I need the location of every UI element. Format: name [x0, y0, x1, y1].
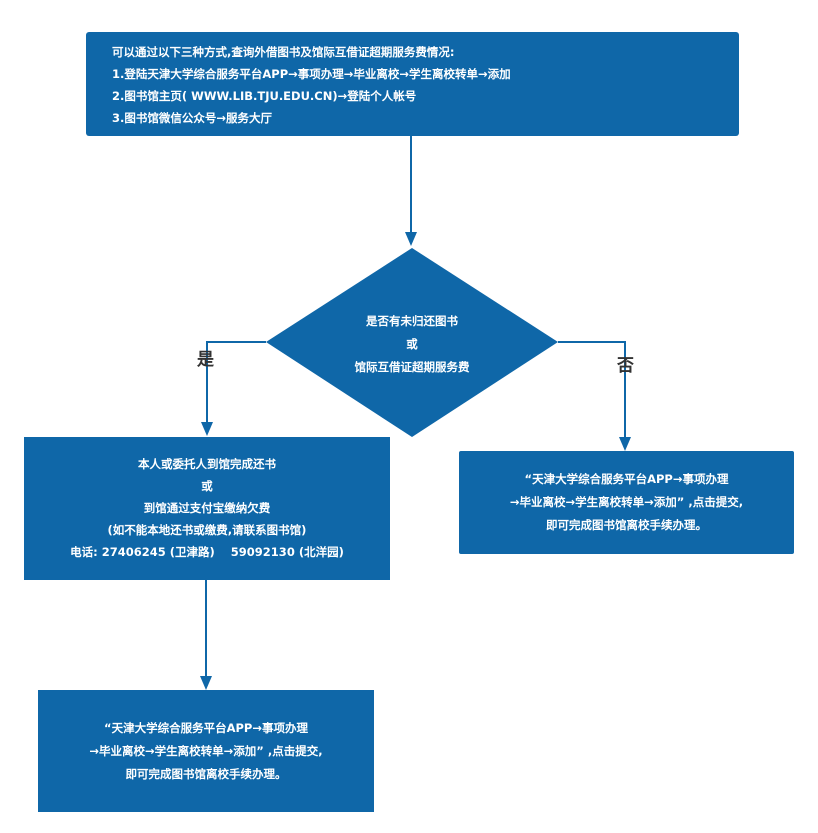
no-branch-label: 否: [617, 356, 634, 376]
arrowhead-no-branch: [619, 437, 631, 451]
right-box-line-1: “天津大学综合服务平台APP→事项办理: [524, 472, 729, 486]
right-box-line-3: 即可完成图书馆离校手续办理。: [546, 518, 707, 532]
return-books-box: 本人或委托人到馆完成还书 或 到馆通过支付宝缴纳欠费 (如不能本地还书或缴费,请…: [24, 437, 390, 580]
left-box-phone-line: 电话: 27406245 (卫津路) 59092130 (北洋园): [70, 545, 344, 559]
bottom-box-line-3: 即可完成图书馆离校手续办理。: [125, 767, 287, 781]
arrowhead-left-to-bottom: [200, 676, 212, 690]
decision-line-or: 或: [406, 337, 418, 351]
arrowhead-yes-branch: [201, 422, 213, 436]
top-box-line-intro: 可以通过以下三种方式,查询外借图书及馆际互借证超期服务费情况:: [112, 45, 455, 59]
top-instruction-box: 可以通过以下三种方式,查询外借图书及馆际互借证超期服务费情况: 1.登陆天津大学…: [86, 32, 739, 136]
arrowhead-top-to-decision: [405, 232, 417, 246]
top-box-line-option-1: 1.登陆天津大学综合服务平台APP→事项办理→毕业离校→学生离校转单→添加: [112, 67, 511, 81]
final-step-box: “天津大学综合服务平台APP→事项办理 →毕业离校→学生离校转单→添加” ,点击…: [38, 690, 374, 812]
right-box-line-2: →毕业离校→学生离校转单→添加” ,点击提交,: [509, 495, 744, 509]
left-box-line-3: (如不能本地还书或缴费,请联系图书馆): [107, 523, 307, 537]
left-box-line-2: 到馆通过支付宝缴纳欠费: [143, 501, 271, 515]
no-outstanding-box: “天津大学综合服务平台APP→事项办理 →毕业离校→学生离校转单→添加” ,点击…: [459, 451, 794, 554]
connector-no-branch: [558, 341, 626, 443]
decision-line-1: 是否有未归还图书: [366, 314, 458, 328]
decision-diamond: [266, 248, 558, 437]
connector-yes-branch: [206, 341, 266, 428]
yes-branch-label: 是: [197, 350, 214, 370]
decision-line-2: 馆际互借证超期服务费: [354, 360, 470, 374]
top-box-line-option-3: 3.图书馆微信公众号→服务大厅: [112, 111, 273, 125]
decision-text: 是否有未归还图书 或 馆际互借证超期服务费: [300, 310, 524, 379]
bottom-box-line-1: “天津大学综合服务平台APP→事项办理: [104, 721, 308, 735]
left-box-line-1: 本人或委托人到馆完成还书: [138, 457, 276, 471]
top-box-line-option-2: 2.图书馆主页( WWW.LIB.TJU.EDU.CN)→登陆个人帐号: [112, 89, 417, 103]
left-box-line-or: 或: [201, 479, 213, 493]
bottom-box-line-2: →毕业离校→学生离校转单→添加” ,点击提交,: [89, 744, 323, 758]
